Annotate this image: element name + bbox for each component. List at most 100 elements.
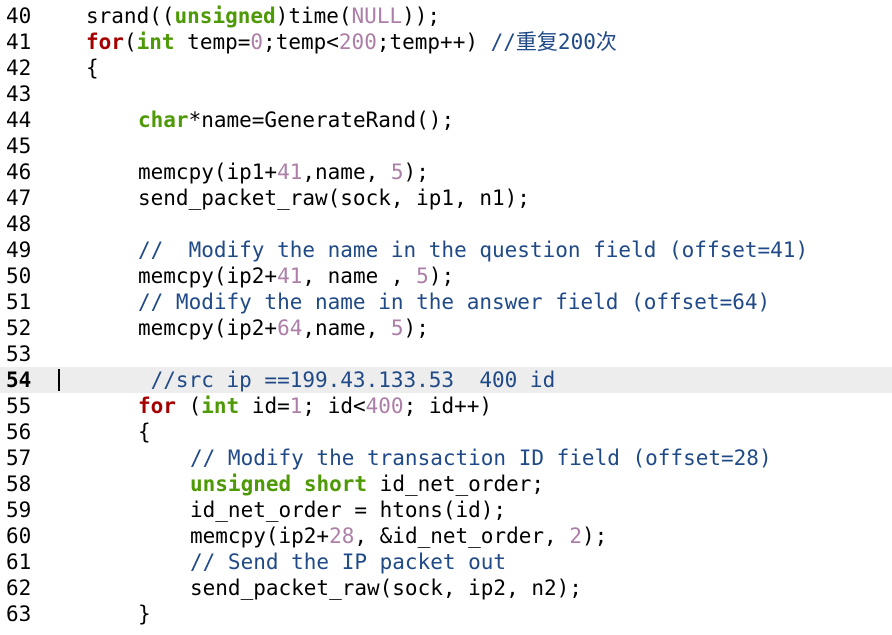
line-number: 43 <box>6 82 32 106</box>
code-line[interactable]: 43 <box>0 81 892 107</box>
code-line[interactable]: 52 memcpy(ip2+64,name, 5); <box>0 315 892 341</box>
code-text: // Modify the name in the answer field (… <box>138 289 770 315</box>
code-token-type: unsigned <box>190 472 292 496</box>
code-token-plain: temp= <box>174 30 251 54</box>
code-text: { <box>86 55 99 81</box>
code-text: unsigned short id_net_order; <box>190 471 544 497</box>
code-token-plain: srand(( <box>86 4 175 28</box>
code-text: send_packet_raw(sock, ip2, n2); <box>190 575 582 601</box>
code-token-plain: ,name, <box>302 160 391 184</box>
code-text: memcpy(ip2+28, &id_net_order, 2); <box>190 523 607 549</box>
code-token-plain: memcpy(ip2+ <box>138 264 278 288</box>
code-token-plain: ); <box>581 524 608 548</box>
line-number: 63 <box>6 602 32 626</box>
code-line[interactable]: 44 char*name=GenerateRand(); <box>0 107 892 133</box>
code-text: } <box>138 601 151 627</box>
code-line[interactable]: 42 { <box>0 55 892 81</box>
code-token-cmt: // Modify the name in the answer field (… <box>138 290 771 314</box>
line-number: 59 <box>6 498 32 522</box>
code-token-plain: , &id_net_order, <box>354 524 570 548</box>
code-token-num: 2 <box>569 524 582 548</box>
code-token-num: 400 <box>365 394 404 418</box>
code-token-plain: memcpy(ip1+ <box>138 160 278 184</box>
code-text: char*name=GenerateRand(); <box>138 107 454 133</box>
code-line[interactable]: 41 for(int temp=0;temp<200;temp++) //重复20… <box>0 29 892 55</box>
code-token-cmt: //重复200次 <box>490 30 617 54</box>
line-number: 62 <box>6 576 32 600</box>
code-token-kw: for <box>86 30 124 54</box>
code-line[interactable]: 50 memcpy(ip2+41, name , 5); <box>0 263 892 289</box>
code-text: for(int temp=0;temp<200;temp++) //重复200次 <box>86 29 617 55</box>
code-line[interactable]: 58 unsigned short id_net_order; <box>0 471 892 497</box>
code-line[interactable]: 53 <box>0 341 892 367</box>
line-number: 44 <box>6 108 32 132</box>
line-number: 50 <box>6 264 32 288</box>
code-token-cmt: // Send the IP packet out <box>190 550 507 574</box>
code-token-plain: id_net_order = htons(id); <box>190 498 507 522</box>
code-text: id_net_order = htons(id); <box>190 497 506 523</box>
line-number: 52 <box>6 316 32 340</box>
code-text: //src ip ==199.43.133.53 400 id <box>138 367 556 393</box>
line-number: 61 <box>6 550 32 574</box>
code-token-plain: ; id++) <box>403 394 493 418</box>
code-token-num: 5 <box>416 264 429 288</box>
code-line[interactable]: 48 <box>0 211 892 237</box>
line-number: 41 <box>6 30 32 54</box>
code-token-type: int <box>136 30 175 54</box>
code-token-type: short <box>303 472 368 496</box>
code-token-num: 200 <box>338 30 377 54</box>
line-number: 58 <box>6 472 32 496</box>
code-token-plain: id= <box>239 394 290 418</box>
code-line[interactable]: 62 send_packet_raw(sock, ip2, n2); <box>0 575 892 601</box>
code-token-type: char <box>138 108 189 132</box>
code-line[interactable]: 51 // Modify the name in the answer field… <box>0 289 892 315</box>
code-token-type: int <box>201 394 240 418</box>
code-line[interactable]: 45 <box>0 133 892 159</box>
line-number: 51 <box>6 290 32 314</box>
code-token-plain: ( <box>175 394 202 418</box>
current-code-line[interactable]: 54 //src ip ==199.43.133.53 400 id <box>0 367 892 393</box>
code-text: memcpy(ip2+64,name, 5); <box>138 315 429 341</box>
code-token-cmt: // Modify the transaction ID field (offs… <box>190 446 772 470</box>
code-token-plain: memcpy(ip2+ <box>190 524 330 548</box>
code-token-type: unsigned <box>174 4 276 28</box>
code-token-plain: send_packet_raw(sock, ip1, n1); <box>138 186 530 210</box>
code-token-plain <box>291 472 304 496</box>
line-number: 56 <box>6 420 32 444</box>
code-line[interactable]: 63} <box>0 601 892 627</box>
code-text: memcpy(ip2+41, name , 5); <box>138 263 454 289</box>
code-token-num: 41 <box>277 160 303 184</box>
code-token-plain: { <box>138 420 151 444</box>
code-line[interactable]: 57 // Modify the transaction ID field (of… <box>0 445 892 471</box>
code-token-plain: *name=GenerateRand(); <box>188 108 455 132</box>
line-number: 53 <box>6 342 32 366</box>
code-token-plain: ( <box>123 30 137 54</box>
code-token-num: 41 <box>277 264 303 288</box>
line-number: 42 <box>6 56 32 80</box>
code-token-plain: )time( <box>275 4 352 28</box>
code-token-plain: ; id< <box>302 394 366 418</box>
text-cursor <box>58 369 60 391</box>
code-token-plain: } <box>138 602 151 626</box>
code-token-plain: ;temp++) <box>376 30 491 54</box>
code-token-num: 5 <box>390 160 404 184</box>
code-token-plain: ,name, <box>302 316 391 340</box>
code-token-num: 1 <box>289 394 303 418</box>
code-text: // Send the IP packet out <box>190 549 506 575</box>
line-number: 57 <box>6 446 32 470</box>
code-line[interactable]: 59 id_net_order = htons(id); <box>0 497 892 523</box>
line-number: 60 <box>6 524 32 548</box>
line-number: 55 <box>6 394 32 418</box>
code-token-plain: ); <box>403 316 429 340</box>
code-line[interactable]: 56 { <box>0 419 892 445</box>
line-number: 54 <box>6 368 32 392</box>
code-line[interactable]: 49// Modify the name in the question fie… <box>0 237 892 263</box>
code-line[interactable]: 61 // Send the IP packet out <box>0 549 892 575</box>
code-token-plain: , name , <box>302 264 417 288</box>
